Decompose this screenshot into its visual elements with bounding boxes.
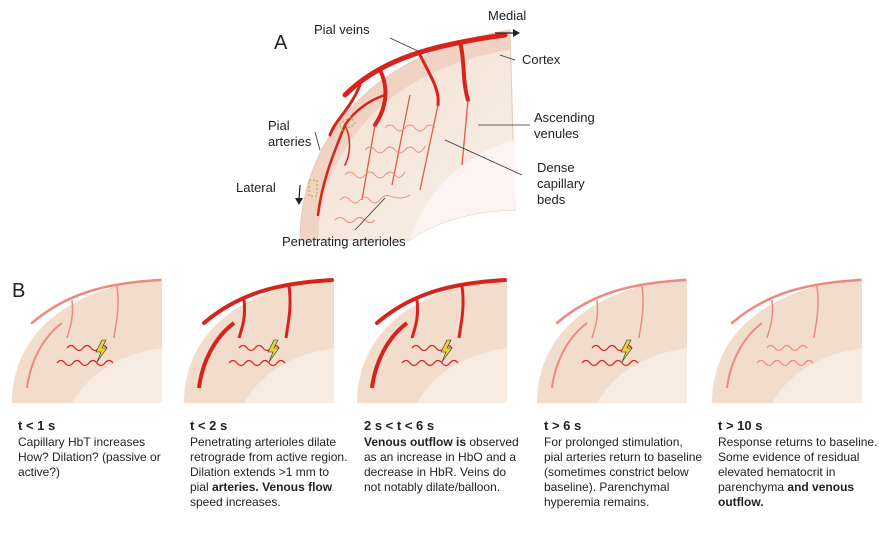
stage-5-thumbnail [712,278,862,403]
stage-1-caption: t < 1 s Capillary HbT increases How? Dil… [18,418,178,480]
stage-4-thumbnail [537,278,687,403]
stage-4-text: For prolonged stimulation, pial arteries… [544,435,702,509]
stage-1-time: t < 1 s [18,418,178,433]
stage-2-bold: arteries. Venous flow [212,480,332,494]
stage-2-text-after: speed increases. [190,495,281,509]
stage-3-thumbnail [357,278,507,403]
stage-3-caption: 2 s < t < 6 s Venous outflow is observed… [364,418,524,495]
stage-3-time: 2 s < t < 6 s [364,418,524,433]
stage-2-time: t < 2 s [190,418,350,433]
stage-1-text: Capillary HbT increases How? Dilation? (… [18,435,161,479]
stage-5-caption: t > 10 s Response returns to baseline. S… [718,418,878,510]
stage-4-time: t > 6 s [544,418,704,433]
stage-3-bold: Venous outflow is [364,435,466,449]
stage-4-caption: t > 6 s For prolonged stimulation, pial … [544,418,704,510]
stage-2-thumbnail [184,278,334,403]
stage-1-thumbnail [12,278,162,403]
stage-5-time: t > 10 s [718,418,878,433]
stage-2-caption: t < 2 s Penetrating arterioles dilate re… [190,418,350,510]
